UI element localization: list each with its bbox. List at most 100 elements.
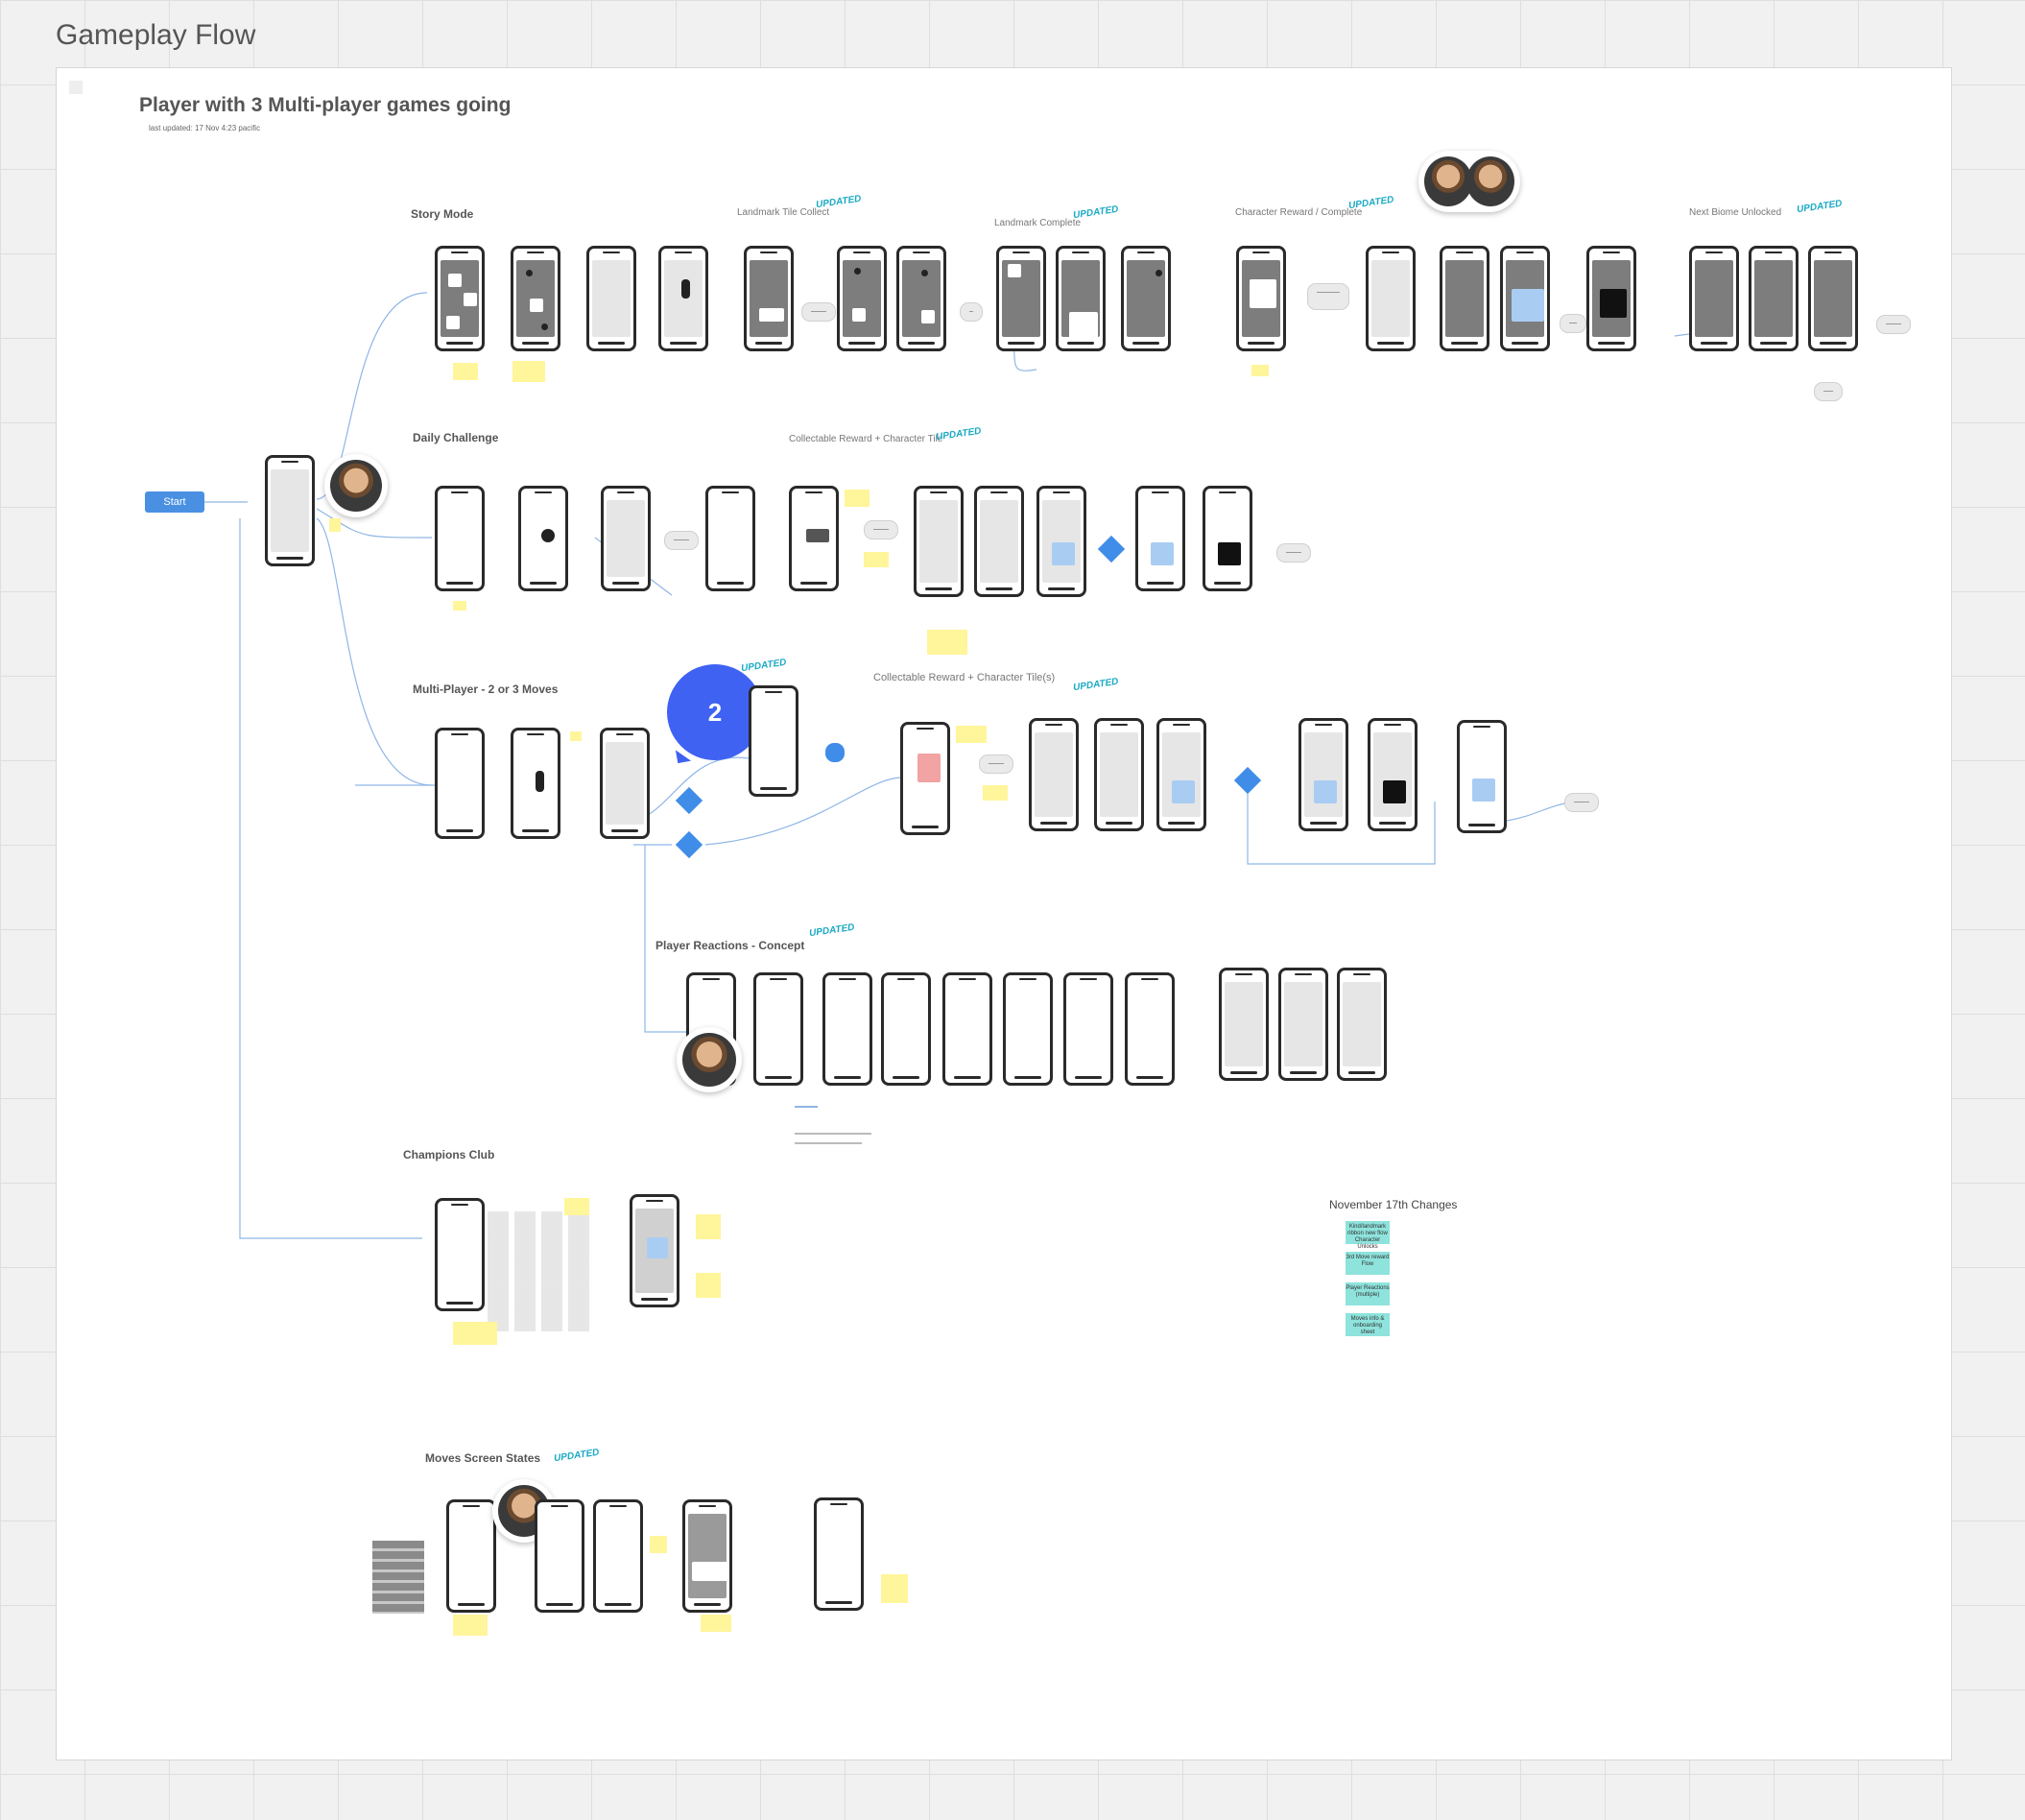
screen-mp-tile-6[interactable] (1457, 720, 1507, 833)
screen-daily-10[interactable] (1203, 486, 1252, 591)
screen-story-2[interactable] (511, 246, 560, 351)
screen-daily-4[interactable] (705, 486, 755, 591)
sticky-note[interactable] (983, 785, 1008, 801)
screen-champions-2[interactable] (630, 1194, 679, 1307)
screen-story-3[interactable] (586, 246, 636, 351)
screen-character-reward-1[interactable] (1236, 246, 1286, 351)
sticky-note[interactable] (696, 1214, 721, 1239)
sticky-note[interactable] (864, 552, 889, 567)
note-cloud[interactable] (825, 743, 845, 762)
screen-reaction-5[interactable] (942, 972, 992, 1086)
screen-next-biome-3[interactable] (1808, 246, 1858, 351)
sticky-note[interactable] (512, 361, 545, 382)
screen-daily-5[interactable] (789, 486, 839, 591)
sticky-note[interactable] (453, 1615, 488, 1636)
screen-moves-5[interactable] (814, 1497, 864, 1611)
screen-moves-4[interactable] (682, 1499, 732, 1613)
sticky-note[interactable] (453, 363, 478, 380)
screen-landmark-complete-1[interactable] (996, 246, 1046, 351)
frame-handle[interactable] (69, 81, 83, 94)
sticky-note[interactable] (1251, 365, 1269, 376)
collaborator-avatar[interactable] (677, 1027, 742, 1092)
sticky-note[interactable] (956, 726, 987, 743)
collaborators-avatar-group[interactable] (1418, 151, 1520, 212)
sticky-note[interactable] (329, 518, 341, 532)
change-note-3[interactable]: Player Reactions (multiple) (1346, 1282, 1390, 1305)
sticky-note[interactable] (650, 1536, 667, 1553)
screen-daily-9[interactable] (1135, 486, 1185, 591)
change-note-2[interactable]: 3rd Move reward Flow (1346, 1252, 1390, 1275)
note-cloud[interactable] (864, 520, 898, 539)
screen-character-reward-4[interactable] (1500, 246, 1550, 351)
note-cloud[interactable] (664, 531, 699, 550)
champions-grid[interactable] (488, 1211, 591, 1331)
screen-mp-tile-2[interactable] (1094, 718, 1144, 831)
screen-reaction-2[interactable] (753, 972, 803, 1086)
note-cloud[interactable] (1307, 283, 1349, 310)
screen-mp-reaction[interactable] (749, 685, 798, 797)
screen-next-biome-1[interactable] (1689, 246, 1739, 351)
screen-reaction-10[interactable] (1278, 968, 1328, 1081)
change-note-1[interactable]: Kind/landmark ribbon new flow Character … (1346, 1221, 1390, 1250)
screen-mp-tile-4[interactable] (1298, 718, 1348, 831)
screen-mp-reward[interactable] (900, 722, 950, 835)
screen-reaction-9[interactable] (1219, 968, 1269, 1081)
screen-tile-collect-2[interactable] (837, 246, 887, 351)
note-cloud[interactable] (960, 302, 983, 322)
screen-mp-2[interactable] (511, 728, 560, 839)
note-cloud[interactable] (979, 754, 1013, 774)
screen-champions-1[interactable] (435, 1198, 485, 1311)
note-cloud[interactable] (1876, 315, 1911, 334)
screen-reaction-4[interactable] (881, 972, 931, 1086)
note-cloud[interactable] (1276, 543, 1311, 563)
screen-mp-3[interactable] (600, 728, 650, 839)
screen-reaction-8[interactable] (1125, 972, 1175, 1086)
screen-daily-1[interactable] (435, 486, 485, 591)
screen-mp-tile-1[interactable] (1029, 718, 1079, 831)
sticky-note[interactable] (570, 731, 582, 741)
screen-tile-collect-3[interactable] (896, 246, 946, 351)
screen-next-biome-2[interactable] (1749, 246, 1799, 351)
sticky-note[interactable] (927, 630, 967, 655)
screen-daily-6[interactable] (914, 486, 964, 597)
comment-count-badge[interactable]: 2 (667, 664, 763, 760)
screen-daily-2[interactable] (518, 486, 568, 591)
sticky-note[interactable] (453, 601, 466, 611)
note-cloud[interactable] (1564, 793, 1599, 812)
screen-character-reward-5[interactable] (1586, 246, 1636, 351)
screen-mp-1[interactable] (435, 728, 485, 839)
sticky-note[interactable] (701, 1615, 731, 1632)
sticky-note[interactable] (453, 1322, 497, 1345)
sticky-note[interactable] (845, 490, 870, 507)
screen-moves-2[interactable] (535, 1499, 584, 1613)
screen-landmark-complete-3[interactable] (1121, 246, 1171, 351)
screen-character-reward-2[interactable] (1366, 246, 1416, 351)
sticky-note[interactable] (881, 1574, 908, 1603)
screen-reaction-3[interactable] (822, 972, 872, 1086)
note-cloud[interactable] (1814, 382, 1843, 401)
screen-mp-tile-3[interactable] (1156, 718, 1206, 831)
screen-moves-3[interactable] (593, 1499, 643, 1613)
note-cloud[interactable] (801, 302, 836, 322)
screen-reaction-11[interactable] (1337, 968, 1387, 1081)
moves-info-sheet[interactable] (372, 1541, 424, 1614)
screen-landmark-complete-2[interactable] (1056, 246, 1106, 351)
sticky-note[interactable] (696, 1273, 721, 1298)
note-cloud[interactable] (1560, 314, 1586, 333)
hub-phone[interactable] (265, 455, 315, 566)
screen-story-4[interactable] (658, 246, 708, 351)
change-note-4[interactable]: Moves info & onboarding sheet (1346, 1313, 1390, 1336)
screen-tile-collect-1[interactable] (744, 246, 794, 351)
screen-daily-7[interactable] (974, 486, 1024, 597)
screen-mp-tile-5[interactable] (1368, 718, 1418, 831)
screen-character-reward-3[interactable] (1440, 246, 1489, 351)
screen-daily-3[interactable] (601, 486, 651, 591)
collaborator-avatar[interactable] (324, 454, 388, 517)
screen-daily-8[interactable] (1036, 486, 1086, 597)
sticky-note[interactable] (564, 1198, 589, 1215)
start-button[interactable]: Start (145, 491, 204, 513)
screen-moves-1[interactable] (446, 1499, 496, 1613)
screen-reaction-7[interactable] (1063, 972, 1113, 1086)
screen-story-1[interactable] (435, 246, 485, 351)
screen-reaction-6[interactable] (1003, 972, 1053, 1086)
